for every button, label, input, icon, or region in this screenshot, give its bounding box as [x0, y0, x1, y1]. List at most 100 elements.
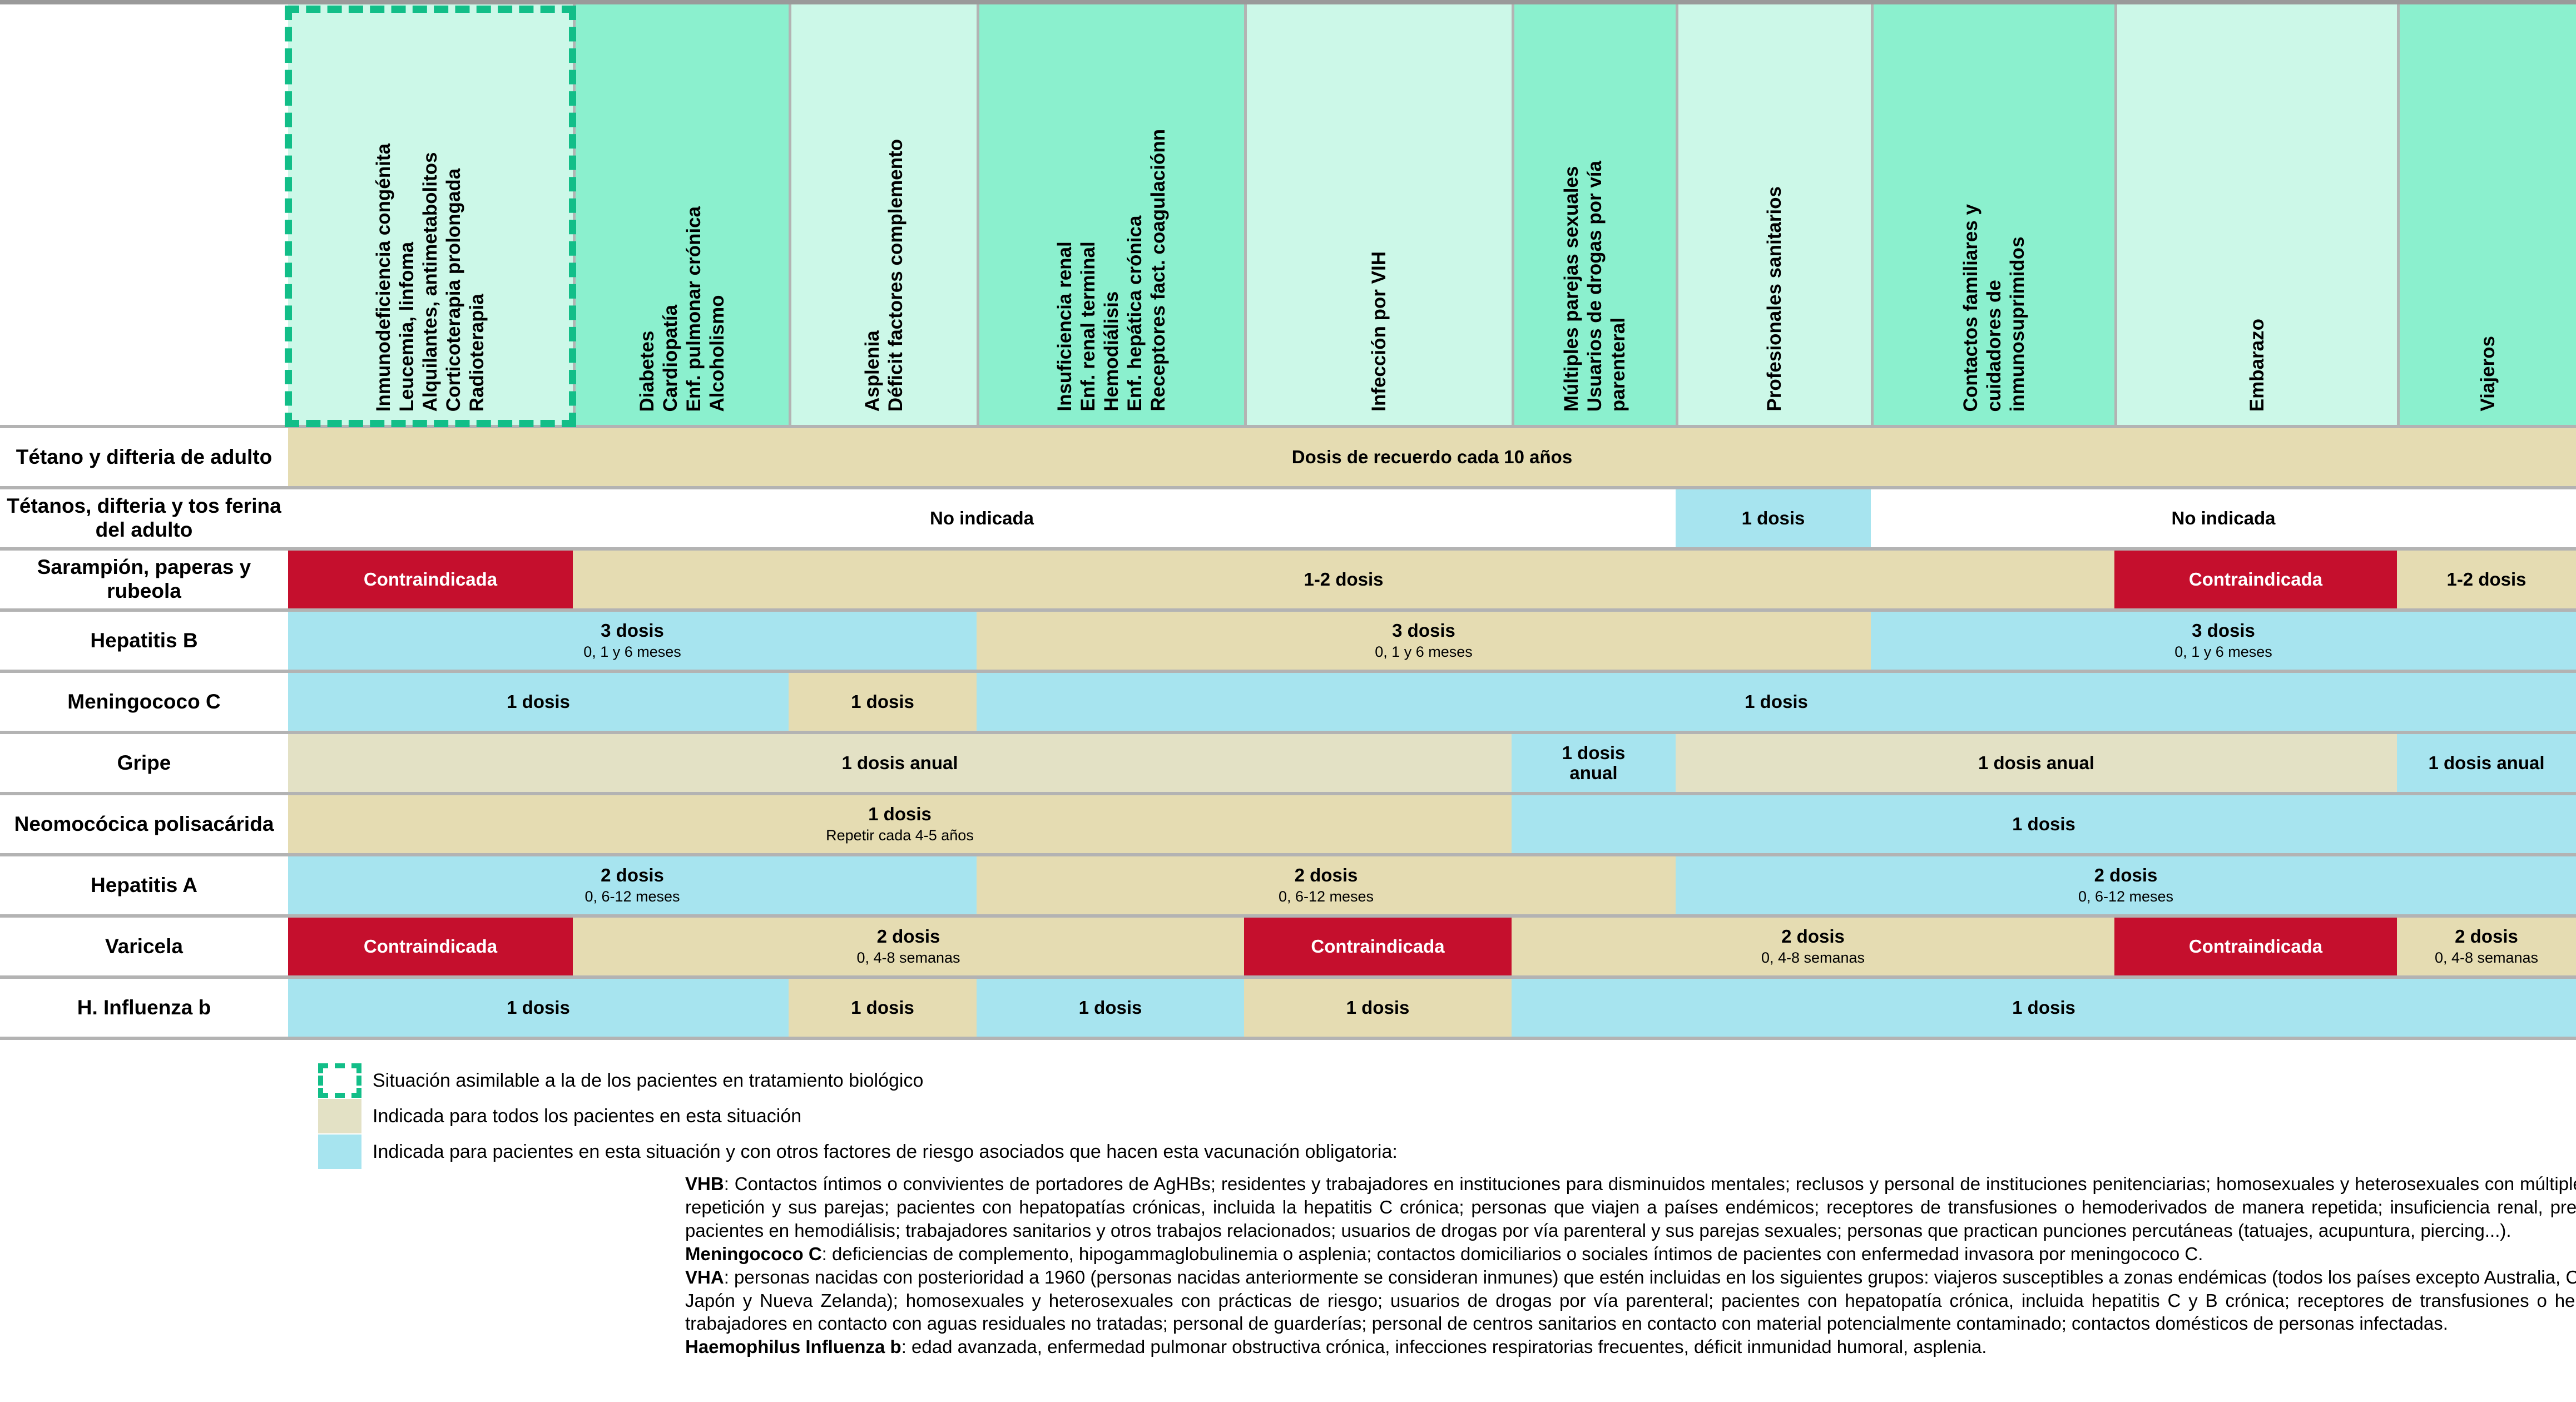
dose-cell-text: 1 dosis	[851, 997, 914, 1018]
legend-item: Situación asimilable a la de los pacient…	[318, 1063, 2576, 1098]
dose-cell-text: 3 dosis	[1392, 620, 1455, 641]
legend-note-lead: Haemophilus Influenza b	[685, 1336, 901, 1358]
table-row: Sarampión, paperas y rubeola Contraindica…	[0, 547, 2576, 608]
vaccine-row-label: Sarampión, paperas y rubeola	[0, 551, 288, 608]
dose-cell: 2 dosis 0, 6-12 meses	[977, 856, 1676, 914]
legend-swatch-blue	[318, 1135, 361, 1169]
condition-column-header: Profesionales sanitarios	[1676, 4, 1871, 425]
dose-cell-subtext: 0, 4-8 semanas	[1761, 949, 1865, 966]
legend-item-text: Indicada para pacientes en esta situació…	[373, 1141, 1398, 1162]
legend-note-lead: Meningococo C	[685, 1243, 822, 1264]
dose-cell: 2 dosis 0, 6-12 meses	[1676, 856, 2576, 914]
dose-cell-text: 1 dosis	[507, 997, 570, 1018]
dose-cell: Contraindicada	[288, 551, 573, 608]
dose-cell-subtext: 0, 4-8 semanas	[856, 949, 960, 966]
dose-cell: 2 dosis 0, 4-8 semanas	[1512, 918, 2114, 975]
dose-cell-text: 1 dosis anual	[841, 752, 958, 773]
legend-notes: VHB: Contactos íntimos o convivientes de…	[685, 1172, 2576, 1359]
dose-cell-text: 2 dosis	[1781, 926, 1845, 947]
legend-note-text: : deficiencias de complemento, hipogamma…	[821, 1243, 2203, 1264]
dose-cell-text: Contraindicada	[363, 935, 498, 957]
condition-column-label: Diabetes Cardiopatía Enf. pulmonar cróni…	[636, 206, 728, 412]
dose-cell-text: 1 dosis	[2012, 997, 2075, 1018]
dose-cell: 1 dosis	[1676, 489, 1871, 547]
dose-cell: Dosis de recuerdo cada 10 años	[288, 428, 2576, 486]
dose-cell-text: 2 dosis	[2455, 926, 2518, 947]
dose-cell: Contraindicada	[1244, 918, 1512, 975]
legend-swatch-tan	[318, 1099, 361, 1133]
dose-cell: 1 dosis	[288, 673, 789, 731]
condition-column-label: Infección por VIH	[1368, 251, 1390, 412]
dose-cell-subtext: 0, 6-12 meses	[584, 888, 680, 905]
dose-cell: 1 dosis anual	[2397, 734, 2576, 792]
condition-column-label: Inmunodeficiencia congénita Leucemia, li…	[373, 143, 488, 412]
dose-cell: 3 dosis 0, 1 y 6 meses	[1871, 612, 2576, 670]
condition-column-label: Contactos familiares y cuidadores de inm…	[1959, 204, 2028, 412]
dose-cell-text: 2 dosis	[2094, 865, 2158, 886]
dose-cell: 1 dosis	[1512, 795, 2576, 853]
dose-cell-text: 2 dosis	[1294, 865, 1358, 886]
dose-cell-text: Contraindicada	[2188, 568, 2323, 589]
dose-cell-subtext: Repetir cada 4-5 años	[826, 826, 974, 844]
vaccine-row-label: Hepatitis B	[0, 612, 288, 670]
vaccine-row-label: Tétano y difteria de adulto	[0, 428, 288, 486]
dose-cell: 1-2 dosis	[2397, 551, 2576, 608]
legend-note: VHA: personas nacidas con posterioridad …	[685, 1266, 2576, 1336]
legend-note: VHB: Contactos íntimos o convivientes de…	[685, 1172, 2576, 1242]
legend-note-text: : edad avanzada, enfermedad pulmonar obs…	[901, 1336, 1987, 1358]
dose-cell-text: 1 dosis	[1078, 997, 1142, 1018]
dose-cell: 1 dosis	[789, 979, 977, 1037]
condition-column-header: Contactos familiares y cuidadores de inm…	[1871, 4, 2114, 425]
dose-cell-subtext: 0, 6-12 meses	[1278, 888, 1374, 905]
condition-column-header: Embarazo	[2114, 4, 2397, 425]
dose-cell-text: Contraindicada	[363, 568, 498, 589]
condition-column-header: Infección por VIH	[1244, 4, 1512, 425]
dose-cell-text: 1-2 dosis	[2446, 568, 2527, 589]
condition-column-label: Múltiples parejas sexuales Usuarios de d…	[1561, 160, 1629, 412]
dose-cell-subtext: 0, 1 y 6 meses	[583, 643, 681, 660]
dose-cell-text: 1 dosis	[1741, 507, 1805, 528]
dose-cell-text: 1 dosis	[2012, 813, 2075, 834]
legend-item: Indicada para pacientes en esta situació…	[318, 1135, 2576, 1169]
dose-cell-text: 1 dosis anual	[2428, 752, 2545, 773]
condition-column-header: Asplenia Déficit factores complemento	[789, 4, 977, 425]
dose-cell-text: 1 dosis	[1745, 691, 1808, 712]
dose-cell-text: 1 dosis	[851, 691, 914, 712]
top-divider	[0, 0, 2576, 4]
dose-cell: No indicada	[288, 489, 1676, 547]
legend-note-text: : Contactos íntimos o convivientes de po…	[685, 1173, 2576, 1241]
condition-column-header: Viajeros	[2397, 4, 2576, 425]
dose-cell-subtext: 0, 6-12 meses	[2078, 888, 2174, 905]
condition-column-header: Insuficiencia renal Enf. renal terminal …	[977, 4, 1244, 425]
table-row: Hepatitis B 3 dosis 0, 1 y 6 meses 3 dosis 0…	[0, 608, 2576, 670]
dose-cell: No indicada	[1871, 489, 2576, 547]
legend-note: Meningococo C: deficiencias de complemen…	[685, 1242, 2576, 1266]
dose-cell: 1-2 dosis	[573, 551, 2114, 608]
dose-cell-text: 1 dosis anual	[1978, 752, 2095, 773]
dose-cell-text: 3 dosis	[2192, 620, 2255, 641]
legend-item-text: Situación asimilable a la de los pacient…	[373, 1069, 924, 1091]
legend-note-lead: VHB	[685, 1173, 724, 1194]
dose-cell-subtext: 0, 1 y 6 meses	[2174, 643, 2272, 660]
vaccination-table-page: Inmunodeficiencia congénita Leucemia, li…	[0, 0, 2576, 1359]
legend-items: Situación asimilable a la de los pacient…	[318, 1063, 2576, 1169]
condition-column-label: Profesionales sanitarios	[1763, 186, 1785, 412]
dose-cell: 1 dosis	[1244, 979, 1512, 1037]
dose-cell-subtext: 0, 1 y 6 meses	[1375, 643, 1473, 660]
condition-column-label: Asplenia Déficit factores complemento	[861, 138, 906, 412]
legend-note-lead: VHA	[685, 1266, 724, 1287]
dose-cell-text: No indicada	[2171, 507, 2276, 528]
dose-cell: Contraindicada	[2114, 551, 2397, 608]
dose-cell-text: 1-2 dosis	[1304, 568, 1384, 589]
dose-cell: Contraindicada	[288, 918, 573, 975]
dose-cell: 1 dosis	[789, 673, 977, 731]
